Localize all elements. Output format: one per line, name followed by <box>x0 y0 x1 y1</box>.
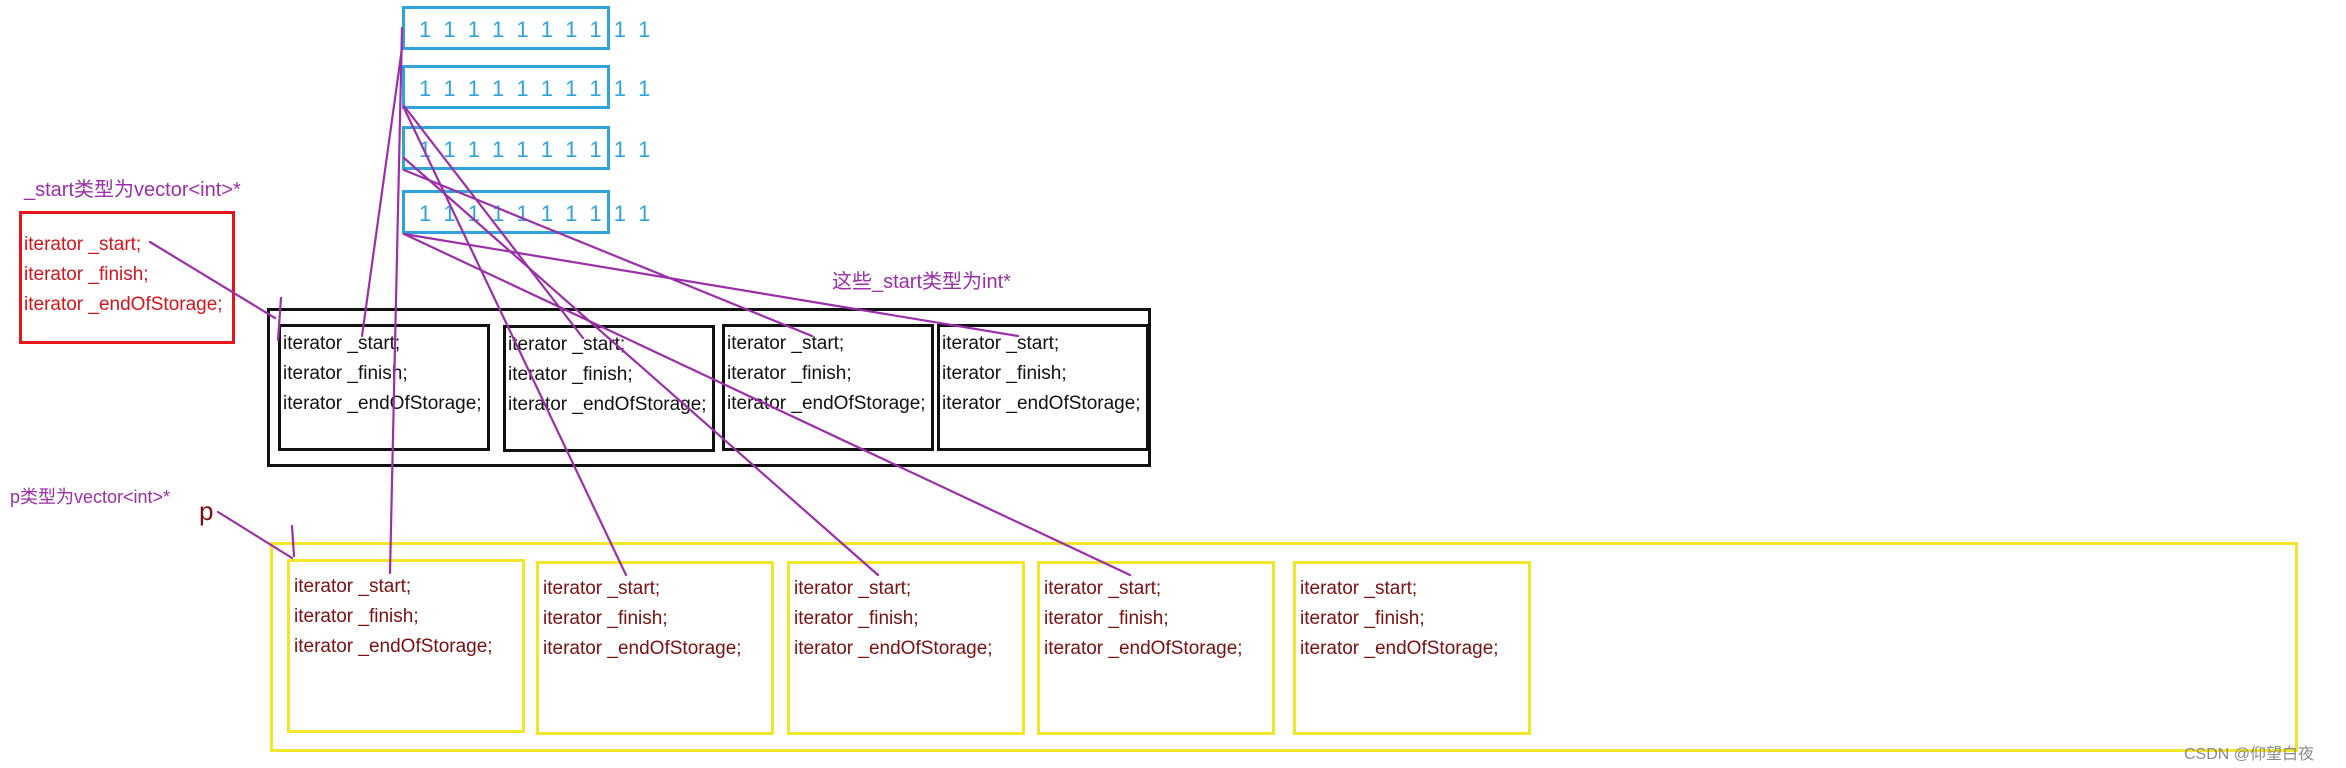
black-cell-3: iterator _start; iterator _finish; itera… <box>722 324 934 451</box>
note-start-type: _start类型为vector<int>* <box>24 179 241 201</box>
yellow-cell-3-finish: iterator _finish; <box>794 608 919 629</box>
yellow-cell-1: iterator _start; iterator _finish; itera… <box>287 559 525 733</box>
row-box-3: 1 1 1 1 1 1 1 1 1 1 <box>402 126 650 170</box>
black-cell-2-finish: iterator _finish; <box>508 364 633 385</box>
row-box-4: 1 1 1 1 1 1 1 1 1 1 <box>402 190 650 234</box>
arrow-black-1-to-row-1 <box>360 46 404 338</box>
yellow-cell-5-finish: iterator _finish; <box>1300 608 1425 629</box>
yellow-cell-2-start: iterator _start; <box>543 578 661 599</box>
black-cell-2-end-of-storage: iterator _endOfStorage; <box>508 394 707 415</box>
black-cell-1: iterator _start; iterator _finish; itera… <box>278 324 490 451</box>
red-vector-box: iterator _start; iterator _finish; itera… <box>19 211 235 344</box>
row-box-1-text: 1 1 1 1 1 1 1 1 1 1 <box>419 17 654 42</box>
yellow-cell-2-end-of-storage: iterator _endOfStorage; <box>543 638 742 659</box>
yellow-cell-3: iterator _start; iterator _finish; itera… <box>787 561 1025 735</box>
row-box-1: 1 1 1 1 1 1 1 1 1 1 <box>402 6 650 50</box>
yellow-cell-1-finish: iterator _finish; <box>294 606 419 627</box>
black-cell-4-start: iterator _start; <box>942 333 1060 354</box>
black-cell-3-finish: iterator _finish; <box>727 363 852 384</box>
red-line-start: iterator _start; <box>24 234 142 255</box>
yellow-cell-4: iterator _start; iterator _finish; itera… <box>1037 561 1275 735</box>
row-box-4-text: 1 1 1 1 1 1 1 1 1 1 <box>419 201 654 226</box>
black-cell-1-finish: iterator _finish; <box>283 363 408 384</box>
black-cell-1-start: iterator _start; <box>283 333 401 354</box>
red-line-end-of-storage: iterator _endOfStorage; <box>24 294 223 315</box>
black-cell-4-finish: iterator _finish; <box>942 363 1067 384</box>
yellow-cell-2: iterator _start; iterator _finish; itera… <box>536 561 774 735</box>
black-cell-1-end-of-storage: iterator _endOfStorage; <box>283 393 482 414</box>
black-cell-4: iterator _start; iterator _finish; itera… <box>937 324 1149 451</box>
black-cell-3-end-of-storage: iterator _endOfStorage; <box>727 393 926 414</box>
yellow-cell-3-end-of-storage: iterator _endOfStorage; <box>794 638 993 659</box>
yellow-container <box>270 542 2298 752</box>
red-line-finish: iterator _finish; <box>24 264 149 285</box>
yellow-cell-2-finish: iterator _finish; <box>543 608 668 629</box>
black-cell-2: iterator _start; iterator _finish; itera… <box>503 325 715 452</box>
watermark: CSDN @仰望白夜 <box>2184 746 2315 763</box>
row-box-3-text: 1 1 1 1 1 1 1 1 1 1 <box>419 137 654 162</box>
yellow-cell-5-end-of-storage: iterator _endOfStorage; <box>1300 638 1499 659</box>
black-cell-3-start: iterator _start; <box>727 333 845 354</box>
row-box-2: 1 1 1 1 1 1 1 1 1 1 <box>402 65 650 109</box>
yellow-cell-5-start: iterator _start; <box>1300 578 1418 599</box>
yellow-cell-1-end-of-storage: iterator _endOfStorage; <box>294 636 493 657</box>
black-cell-2-start: iterator _start; <box>508 334 626 355</box>
yellow-cell-4-end-of-storage: iterator _endOfStorage; <box>1044 638 1243 659</box>
note-p-type: p类型为vector<int>* <box>10 487 171 507</box>
arrow-yellow-1-to-row-1 <box>388 26 404 575</box>
p-label: p <box>199 496 214 526</box>
yellow-cell-4-start: iterator _start; <box>1044 578 1162 599</box>
yellow-cell-3-start: iterator _start; <box>794 578 912 599</box>
yellow-cell-4-finish: iterator _finish; <box>1044 608 1169 629</box>
yellow-cell-5: iterator _start; iterator _finish; itera… <box>1293 561 1531 735</box>
black-cell-4-end-of-storage: iterator _endOfStorage; <box>942 393 1141 414</box>
note-these-start-type: 这些_start类型为int* <box>832 271 1011 293</box>
row-box-2-text: 1 1 1 1 1 1 1 1 1 1 <box>419 76 654 101</box>
yellow-cell-1-start: iterator _start; <box>294 576 412 597</box>
